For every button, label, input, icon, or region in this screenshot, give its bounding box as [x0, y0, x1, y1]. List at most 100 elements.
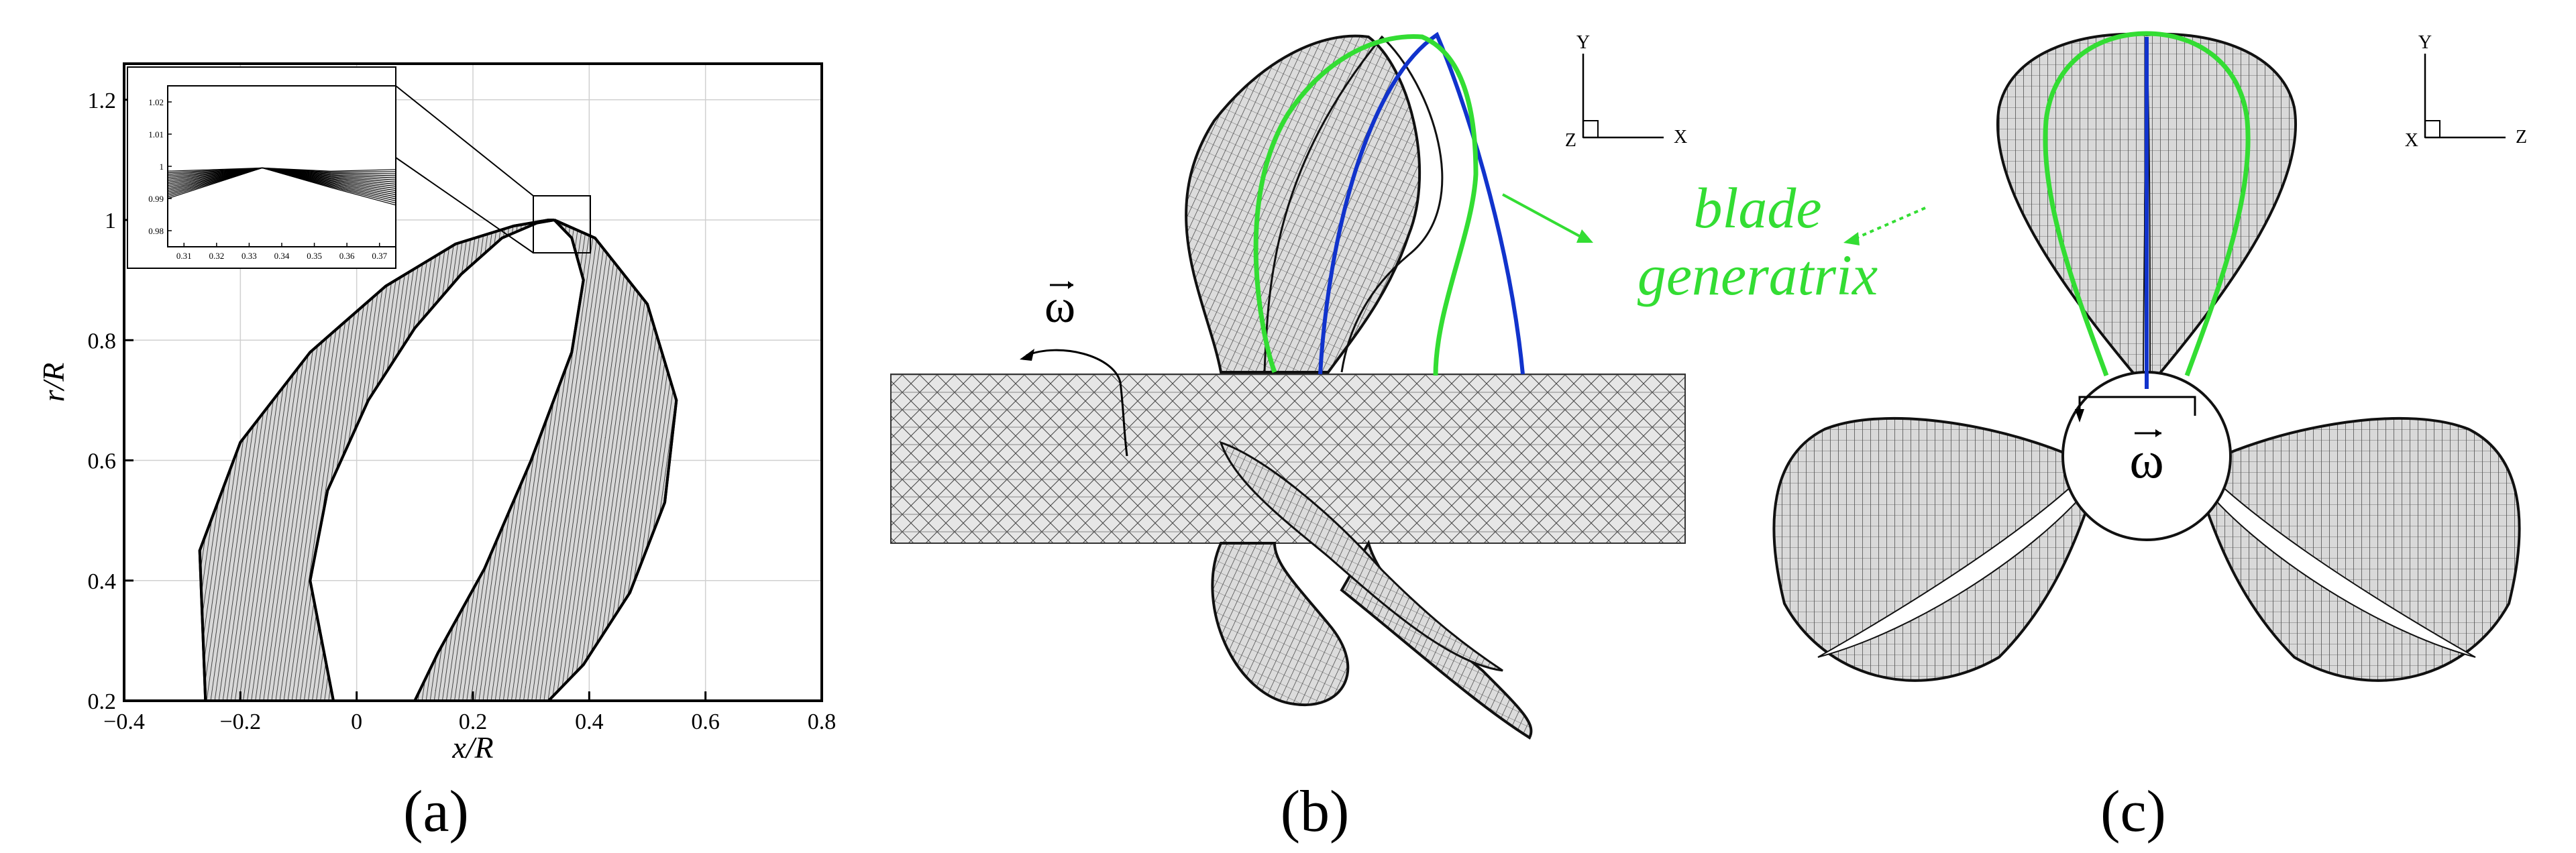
annotation-arrow-left: [1851, 207, 1926, 241]
panel-a-plot: −0.4 −0.2 0 0.2 0.4 0.6 0.8 0.2 0.4 0.6 0.8 1 1.2 x…: [36, 62, 836, 764]
blade-right-slot: [2199, 471, 2476, 658]
blade-left: [1772, 416, 2102, 682]
panel-a-zoom-box: [533, 195, 591, 253]
y-tick-label: 0.8: [88, 329, 117, 353]
lower-blade: [1211, 542, 1350, 707]
inset-y-tick-label: 1: [160, 162, 164, 172]
axis-y-label: Y: [2418, 32, 2432, 53]
inset-section-line: [167, 167, 396, 175]
inset-section-line: [167, 167, 396, 172]
inset-section-line: [167, 167, 396, 185]
panel-a-caption: (a): [403, 779, 469, 844]
inset-y-tick-label: 1.02: [148, 97, 164, 107]
panel-c-propeller-front-view: ω Y X Z: [1772, 31, 2527, 682]
x-tick-label: 0.6: [691, 709, 720, 734]
blade-generatrix-label-line1: blade: [1693, 176, 1822, 240]
inset-x-tick-label: 0.31: [176, 251, 192, 261]
annotation-arrow-right: [1502, 193, 1584, 239]
x-tick-label: 0.2: [459, 709, 488, 734]
panel-a-blade-sections: [198, 219, 678, 702]
inset-section-line: [167, 167, 396, 200]
blade-generatrix-curve: [2043, 31, 2251, 377]
axis-x-label: X: [1674, 127, 1687, 148]
inset-y-tick-label: 0.98: [148, 226, 164, 236]
inset-section-line: [167, 167, 396, 204]
omega-vector-arrowhead: [2155, 429, 2161, 437]
x-tick-label: 0.4: [575, 709, 604, 734]
omega-symbol: ω: [1044, 281, 1075, 333]
axis-triad: Y X Z: [1565, 32, 1687, 151]
x-tick-label: −0.4: [103, 709, 145, 734]
inset-section-line: [167, 167, 396, 193]
y-tick-label: 1: [105, 209, 116, 233]
lower-blade: [1219, 441, 1503, 672]
panel-a-inset-sections: [167, 167, 396, 206]
inset-y-tick-label: 1.01: [148, 129, 164, 139]
panel-a-y-ticks: 0.2 0.4 0.6 0.8 1 1.2: [88, 89, 133, 714]
panel-a-zoom-connector: [395, 85, 534, 196]
x-tick-label: 0.8: [808, 709, 837, 734]
rotation-arrowhead: [2075, 409, 2084, 422]
omega-vector-arrowhead: [1068, 281, 1073, 289]
inset-y-tick-label: 0.99: [148, 194, 164, 204]
rotation-arrow: [2078, 396, 2196, 416]
inset-section-line: [167, 167, 396, 183]
blade-section-curve-1: [413, 219, 585, 701]
inset-x-tick-label: 0.33: [241, 251, 257, 261]
y-tick-label: 0.2: [88, 689, 117, 714]
panel-a-xlabel: x/R: [451, 730, 493, 764]
blade-section-curve-2: [198, 219, 555, 701]
inset-x-tick-label: 0.32: [209, 251, 224, 261]
panel-b-propeller-side-view: ω Y X Z: [890, 32, 1687, 740]
annotation-arrowhead-left: [1843, 232, 1860, 245]
panel-a-zoom-connector: [395, 157, 534, 253]
axis-z-label: Z: [2516, 127, 2527, 148]
inset-section-line: [167, 167, 396, 187]
annotation-arrowhead-right: [1576, 229, 1593, 243]
inset-section-line: [167, 167, 396, 195]
inset-x-tick-label: 0.35: [307, 251, 322, 261]
blade-section-curve-0: [309, 219, 555, 701]
panel-a-inset: 0.31 0.32 0.33 0.34 0.35 0.36 0.37 0.98 0.99 1 1.…: [127, 66, 396, 269]
omega-symbol: ω: [2129, 431, 2163, 489]
blade-generatrix-label-line2: generatrix: [1637, 243, 1878, 307]
inset-section-line: [167, 167, 396, 206]
x-tick-label: −0.2: [219, 709, 261, 734]
blade-section-curve-3: [547, 219, 678, 702]
blade-left-slot: [1817, 471, 2094, 658]
inset-x-tick-label: 0.37: [372, 251, 387, 261]
inset-section-line: [167, 167, 396, 191]
panel-a-ylabel: r/R: [36, 363, 70, 402]
inset-x-tick-label: 0.34: [274, 251, 290, 261]
panel-a-inset-y-ticks: 0.98 0.99 1 1.01 1.02: [148, 97, 172, 236]
inset-x-tick-label: 0.36: [339, 251, 355, 261]
inset-section-line: [167, 167, 396, 189]
axis-x-label: X: [2405, 130, 2418, 151]
inset-section-line: [167, 167, 396, 176]
inset-section-line: [167, 167, 396, 174]
inset-section-line: [167, 167, 396, 202]
blade-axis-curve: [1318, 32, 1525, 375]
y-tick-label: 1.2: [88, 89, 117, 113]
rotation-arrowhead: [1020, 349, 1034, 361]
axis-z-label: Z: [1565, 130, 1576, 151]
inset-section-line: [167, 167, 396, 180]
y-tick-label: 0.6: [88, 449, 117, 474]
blade-right: [2192, 416, 2521, 682]
panel-a-x-ticks: −0.4 −0.2 0 0.2 0.4 0.6 0.8: [103, 691, 836, 734]
upper-blade-edge: [1263, 35, 1444, 373]
rotation-arrow: [1026, 349, 1128, 457]
upper-blade: [1185, 34, 1421, 374]
axis-triad: Y X Z: [2405, 32, 2527, 151]
inset-section-line: [167, 167, 396, 178]
inset-section-line: [167, 167, 396, 197]
blade-generatrix-label: blade generatrix: [1597, 174, 1919, 308]
blade-generatrix-curve: [1253, 34, 1479, 376]
y-tick-label: 0.4: [88, 569, 117, 594]
axis-y-label: Y: [1576, 32, 1590, 53]
x-tick-label: 0: [351, 709, 362, 734]
panel-c-caption: (c): [2100, 779, 2166, 844]
panel-b-caption: (b): [1280, 779, 1350, 844]
panel-a-inset-x-ticks: 0.31 0.32 0.33 0.34 0.35 0.36 0.37: [176, 243, 388, 261]
